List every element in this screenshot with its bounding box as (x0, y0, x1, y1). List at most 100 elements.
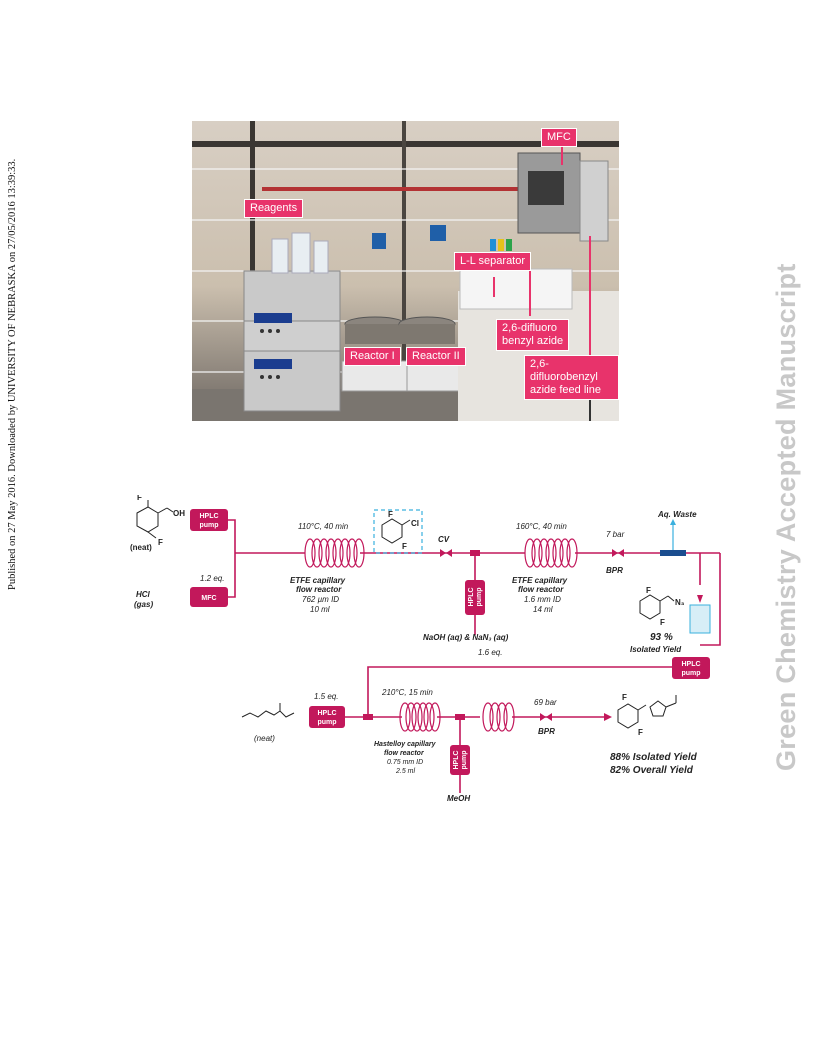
hplc-pump-meoh (450, 745, 470, 775)
callout-ll-separator: L-L separator (454, 252, 532, 271)
azide-yield: 93 % (650, 632, 673, 643)
vessel-arrow-icon (697, 595, 703, 603)
reactor-2-id: 1.6 mm ID (524, 595, 561, 604)
benzyl-chloride-box (373, 509, 423, 554)
reactor-2-name-2: flow reactor (518, 585, 564, 594)
product-overall-yield: 82% Overall Yield (610, 765, 694, 776)
product-f2: F (638, 728, 643, 737)
setup-photo: MFC Reagents L-L separator 2,6-difluoro … (192, 121, 619, 421)
callout-reactor-2: Reactor II (406, 347, 466, 366)
reactor-3-name-1: Hastelloy capillary (374, 741, 437, 748)
eq-1-6-label: 1.6 eq. (478, 648, 502, 657)
meoh-label: MeOH (447, 794, 470, 803)
hplc-pump-azide-label-1: HPLC (468, 587, 475, 606)
manuscript-watermark: Green Chemistry Accepted Manuscript (771, 263, 801, 771)
bpr-1-label: BPR (606, 566, 623, 575)
benzyl-chloride-structure (381, 518, 411, 544)
naoh-nan3-label: NaOH (aq) & NaN₃ (aq) (423, 633, 509, 642)
triazole-product-structure (617, 695, 677, 729)
mfc-box-label: MFC (201, 595, 216, 602)
callout-feed-line1: 2,6-difluorobenzyl (530, 358, 598, 383)
callout-azide-line2: benzyl azide (502, 335, 564, 347)
benzyl-alcohol-structure (136, 500, 174, 539)
reactor-2-conditions: 160°C, 40 min (516, 522, 567, 531)
azide-f2: F (660, 618, 665, 627)
hcl-gas-label: (gas) (134, 600, 153, 609)
reactor-1-name-1: ETFE capillary (290, 576, 346, 585)
callout-feed-line2: azide feed line (530, 384, 601, 396)
hplc-pump-3-label-1: HPLC (317, 710, 336, 717)
hplc-pump-azide (465, 580, 485, 615)
mfc-box (190, 587, 228, 607)
difluorobenzyl-azide-structure (639, 594, 675, 620)
t-junction-2 (363, 714, 373, 720)
hplc-pump-3 (309, 706, 345, 728)
azide-yield-label: Isolated Yield (630, 645, 682, 654)
reactor-1-coil (304, 538, 365, 568)
bpr-2-label: BPR (538, 727, 555, 736)
propiolate-neat: (neat) (254, 734, 275, 743)
hplc-pump-3-label-2: pump (317, 719, 336, 726)
hplc-pump-1-label-1: HPLC (199, 513, 218, 520)
publication-note: Published on 27 May 2016. Downloaded by … (7, 158, 18, 590)
reactor-1-id: 762 µm ID (302, 595, 339, 604)
callout-reactor-1: Reactor I (344, 347, 401, 366)
hplc-pump-azide-label-2: pump (476, 587, 483, 606)
bpr-1-pressure: 7 bar (606, 530, 625, 539)
aq-waste-label: Aq. Waste (657, 510, 697, 519)
benzyl-chloride-cl: Cl (411, 519, 419, 528)
cv-label: CV (438, 535, 450, 544)
check-valve-icon-right (446, 549, 452, 557)
reactor-3-name-2: flow reactor (384, 750, 425, 757)
hplc-pump-azide-feed (672, 657, 710, 679)
reactor-2-name-1: ETFE capillary (512, 576, 568, 585)
bpr-1-icon (612, 549, 618, 557)
reactor-1-name-2: flow reactor (296, 585, 342, 594)
callout-azide-feed-line: 2,6-difluorobenzyl azide feed line (524, 355, 619, 400)
ll-separator-icon (660, 550, 686, 556)
hplc-pump-meoh-label-1: HPLC (453, 750, 460, 769)
alcohol-f2-label: F (158, 538, 163, 547)
hplc-pump-1-label-2: pump (199, 522, 218, 529)
collection-vessel (689, 595, 711, 634)
alcohol-neat-label: (neat) (130, 543, 152, 552)
eq-1-2-label: 1.2 eq. (200, 574, 224, 583)
benzyl-chloride-f1: F (388, 510, 393, 519)
aq-waste-arrow-icon (670, 519, 676, 525)
reactor-4-coil (482, 702, 515, 732)
bpr-1-icon-right (618, 549, 624, 557)
azide-f1: F (646, 586, 651, 595)
bpr-2-pressure: 69 bar (534, 698, 557, 707)
hplc-pump-1 (190, 509, 228, 531)
propiolate-structure (241, 703, 295, 718)
reactor-3-id: 0.75 mm ID (387, 759, 423, 766)
reactor-2-coil (524, 538, 578, 568)
reactor-3-volume: 2.5 ml (395, 768, 416, 775)
reactor-1-conditions: 110°C, 40 min (298, 522, 349, 531)
reactor-3-coil (399, 702, 441, 732)
alcohol-f-label: F (137, 495, 142, 502)
hplc-pump-feed-label-1: HPLC (681, 661, 700, 668)
check-valve-icon (440, 549, 446, 557)
bpr-2-icon-right (546, 713, 552, 721)
eq-1-5-label: 1.5 eq. (314, 692, 338, 701)
hplc-pump-meoh-label-2: pump (461, 750, 468, 769)
hplc-pump-feed-label-2: pump (681, 670, 700, 677)
azide-n3: N₃ (675, 598, 685, 607)
product-isolated-yield: 88% Isolated Yield (610, 752, 698, 763)
callout-difluorobenzyl-azide: 2,6-difluoro benzyl azide (496, 319, 570, 351)
t-junction-3 (455, 714, 465, 720)
bpr-2-icon (540, 713, 546, 721)
callout-mfc: MFC (541, 128, 577, 147)
reactor-3-conditions: 210°C, 15 min (381, 688, 433, 697)
benzyl-chloride-f2: F (402, 542, 407, 551)
callout-azide-line1: 2,6-difluoro (502, 322, 558, 334)
t-junction-1 (470, 550, 480, 556)
reactor-2-volume: 14 ml (533, 605, 553, 614)
product-f1: F (622, 693, 627, 702)
hcl-label: HCl (136, 590, 151, 599)
flow-scheme: F OH F (neat) HCl (gas) HPLC pump MFC 1.… (130, 495, 721, 803)
arrow-head-icon (604, 713, 612, 721)
alcohol-oh-label: OH (173, 509, 185, 518)
callout-reagents: Reagents (244, 199, 304, 218)
